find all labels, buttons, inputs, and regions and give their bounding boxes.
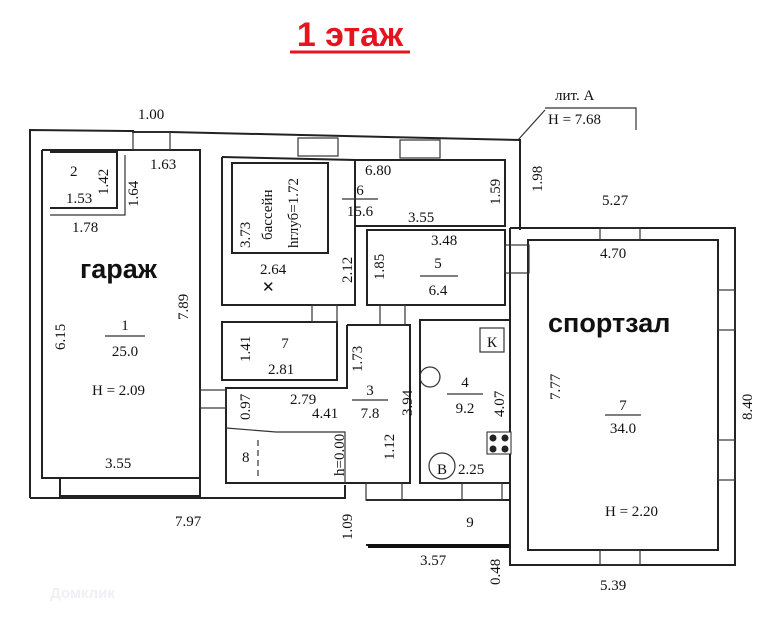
svg-text:7.8: 7.8 [361, 406, 380, 422]
svg-text:7: 7 [281, 336, 289, 352]
svg-text:1.78: 1.78 [72, 220, 98, 236]
svg-text:3.57: 3.57 [420, 553, 447, 569]
windows [199, 137, 736, 566]
svg-text:0.97: 0.97 [238, 393, 254, 420]
svg-text:5.27: 5.27 [602, 193, 629, 209]
svg-text:5.39: 5.39 [600, 578, 626, 594]
svg-text:1.42: 1.42 [96, 169, 112, 195]
building-height: H = 7.68 [548, 112, 601, 128]
garage-label: гараж [80, 254, 158, 284]
svg-text:1.12: 1.12 [382, 434, 398, 460]
pool-depth: hглуб=1.72 [286, 178, 302, 248]
svg-text:1.98: 1.98 [530, 166, 546, 192]
svg-text:2.64: 2.64 [260, 262, 287, 278]
svg-text:2.81: 2.81 [268, 362, 294, 378]
svg-text:4.70: 4.70 [600, 246, 626, 262]
svg-text:3: 3 [366, 383, 374, 399]
svg-text:2.79: 2.79 [290, 392, 316, 408]
liter-label: лит. А [555, 88, 594, 104]
svg-text:1.59: 1.59 [488, 179, 504, 205]
svg-text:1.73: 1.73 [350, 346, 366, 372]
pool-label: бассейн [260, 189, 276, 240]
svg-text:4: 4 [461, 375, 469, 391]
dimensions: 1.00 1.63 1.42 1.64 1.53 1.78 6.15 7.89 … [53, 107, 756, 594]
kitchen-box [479, 327, 505, 353]
room-labels: 1 25.0 H = 2.09 2 6 15.6 5 6.4 7 3 7.8 4… [70, 164, 658, 531]
room-9 [366, 499, 511, 546]
stairs-height: h=0.00 [332, 434, 348, 476]
svg-text:9: 9 [466, 515, 474, 531]
drain-icon: ✕ [262, 280, 275, 296]
svg-text:5: 5 [434, 256, 442, 272]
svg-text:1.63: 1.63 [150, 157, 176, 173]
svg-text:7: 7 [619, 398, 627, 414]
liter-leader [517, 109, 546, 141]
room-7 [221, 321, 338, 381]
svg-text:1.64: 1.64 [126, 180, 142, 207]
svg-text:3.73: 3.73 [238, 222, 254, 248]
svg-text:1.09: 1.09 [340, 514, 356, 540]
svg-text:7.89: 7.89 [176, 294, 192, 320]
svg-text:3.94: 3.94 [400, 389, 416, 416]
boiler-mark [428, 452, 456, 480]
svg-text:3.48: 3.48 [431, 233, 457, 249]
liter-box [545, 107, 637, 130]
svg-text:3.55: 3.55 [105, 456, 131, 472]
gym-label: спортзал [548, 308, 670, 338]
svg-text:2.12: 2.12 [340, 257, 356, 283]
outer-walls [29, 128, 521, 499]
svg-text:2: 2 [70, 164, 78, 180]
svg-text:H = 2.20: H = 2.20 [605, 504, 658, 520]
svg-text:25.0: 25.0 [112, 344, 138, 360]
pool-room [221, 156, 506, 306]
svg-text:6.15: 6.15 [53, 324, 69, 350]
svg-text:6: 6 [356, 183, 364, 199]
room-2 [50, 151, 126, 216]
svg-text:1: 1 [121, 318, 129, 334]
room-3 [225, 324, 411, 484]
svg-text:4.07: 4.07 [492, 390, 508, 417]
svg-text:2.25: 2.25 [458, 462, 484, 478]
stove-icon [486, 431, 512, 455]
svg-text:8: 8 [242, 450, 250, 466]
boiler-label: В [437, 462, 447, 478]
svg-text:6.4: 6.4 [429, 283, 448, 299]
svg-text:9.2: 9.2 [456, 401, 475, 417]
svg-text:1.85: 1.85 [372, 254, 388, 280]
svg-text:34.0: 34.0 [610, 421, 636, 437]
svg-text:1.53: 1.53 [66, 191, 92, 207]
boiler-circle-icon [419, 366, 441, 388]
svg-text:6.80: 6.80 [365, 163, 391, 179]
svg-text:7.97: 7.97 [175, 514, 202, 530]
svg-text:0.48: 0.48 [488, 559, 504, 585]
watermark-logo: Домклик [50, 585, 115, 602]
svg-text:15.6: 15.6 [347, 204, 374, 220]
floor-title: 1 этаж [297, 16, 404, 54]
svg-text:1.00: 1.00 [138, 107, 164, 123]
kitchen-label: К [487, 335, 498, 351]
svg-text:8.40: 8.40 [740, 394, 756, 420]
svg-text:4.41: 4.41 [312, 406, 338, 422]
room-8 [225, 427, 346, 483]
svg-text:3.55: 3.55 [408, 210, 434, 226]
svg-text:7.77: 7.77 [548, 373, 564, 400]
svg-text:H = 2.09: H = 2.09 [92, 383, 145, 399]
svg-text:1.41: 1.41 [238, 336, 254, 362]
